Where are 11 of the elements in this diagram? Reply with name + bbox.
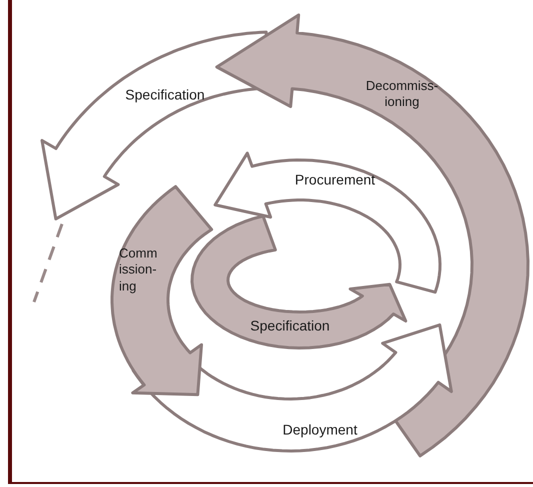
cycle-stage-band [190,214,408,350]
arrow-label: Specification [249,317,331,335]
arrow-label: Procurement [294,171,376,189]
arrow-label: Deployment [282,421,358,439]
arrow-label: Decommiss- ioning [364,78,440,110]
cycle-stage-band [110,184,214,397]
cycle-stage-band [131,322,454,453]
cycle-stage-band [214,12,530,458]
arrow-label: Comm ission- ing [119,246,158,294]
arrow-label: Specification [124,86,206,104]
cycle-stage-band [213,151,442,295]
